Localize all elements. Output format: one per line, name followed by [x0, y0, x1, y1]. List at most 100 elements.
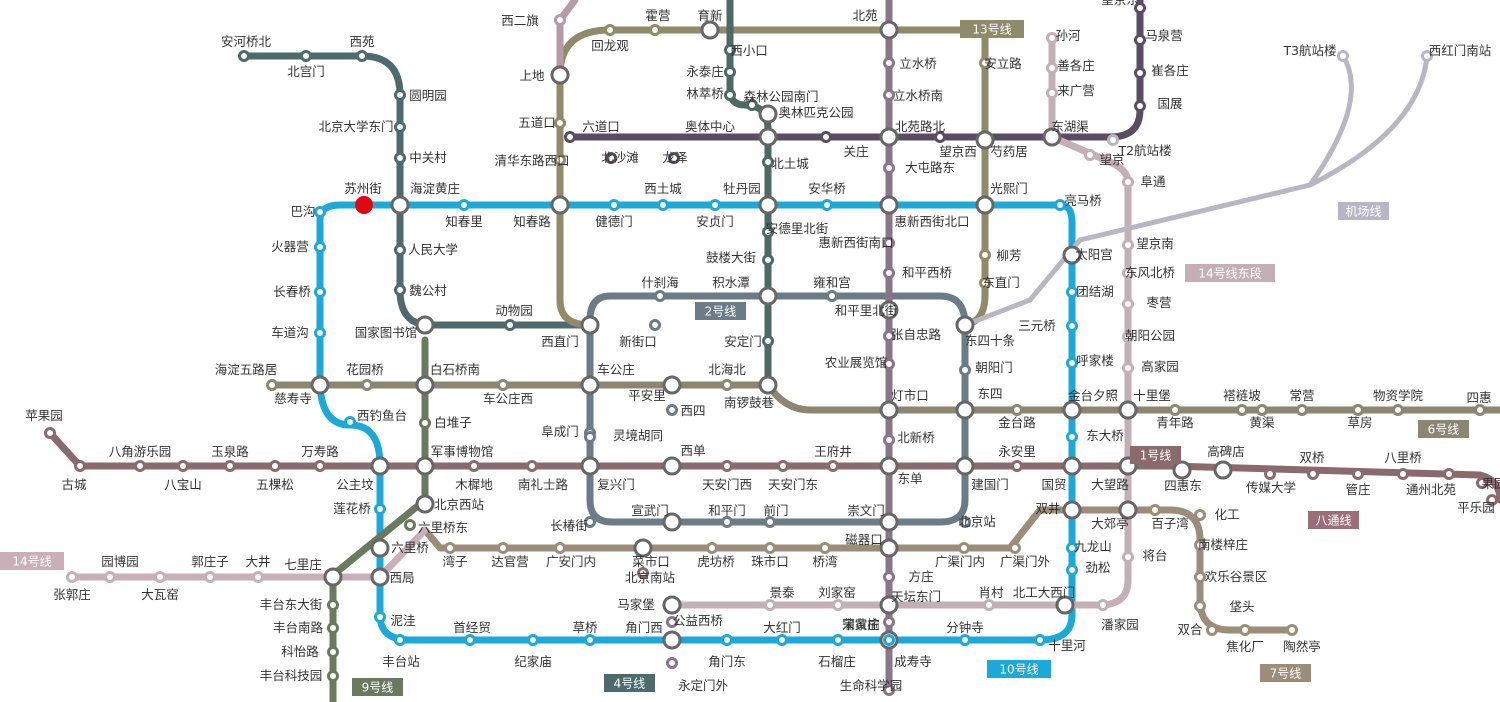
transfer-station-icon[interactable]	[390, 195, 410, 215]
station-marker[interactable]	[458, 199, 470, 211]
station-label[interactable]: 成寿寺	[894, 654, 932, 669]
station-label[interactable]: 八里桥	[1384, 450, 1422, 465]
station-label[interactable]: 宋家庄	[842, 617, 880, 632]
station-label[interactable]: 阜成门	[541, 424, 579, 439]
station-label[interactable]: 分钟寺	[946, 620, 984, 635]
station-marker[interactable]	[444, 542, 456, 554]
station-label[interactable]: 北海北	[708, 362, 746, 377]
transfer-station-icon[interactable]	[879, 400, 899, 420]
station-label[interactable]: 安德里北街	[766, 221, 829, 236]
station-label[interactable]: 苏州街	[344, 181, 382, 196]
station-marker[interactable]	[821, 199, 833, 211]
station-marker[interactable]	[666, 616, 678, 628]
line-badge[interactable]	[960, 20, 1024, 38]
station-label[interactable]: 高家园	[1141, 359, 1179, 374]
station-label[interactable]: 天安门西	[702, 477, 752, 492]
transfer-station-icon[interactable]	[879, 595, 899, 615]
station-marker[interactable]	[1122, 362, 1134, 374]
station-label[interactable]: 蒲黄榆	[842, 617, 880, 632]
station-label[interactable]: 四惠东	[1164, 478, 1202, 493]
station-marker[interactable]	[314, 206, 326, 218]
station-marker[interactable]	[721, 460, 733, 472]
line-badge[interactable]	[0, 552, 64, 570]
station-label[interactable]: 虎坊桥	[697, 554, 735, 569]
station-label[interactable]: 平乐园	[1457, 500, 1495, 515]
station-label[interactable]: 灵境胡同	[613, 428, 663, 443]
station-marker[interactable]	[666, 657, 678, 669]
station-marker[interactable]	[777, 460, 789, 472]
station-label[interactable]: 永泰庄	[686, 64, 724, 79]
station-marker[interactable]	[983, 599, 995, 611]
transfer-station-icon[interactable]	[580, 456, 600, 476]
station-label[interactable]: 东大桥	[1086, 428, 1124, 443]
transfer-station-icon[interactable]	[758, 195, 778, 215]
transfer-station-icon[interactable]	[758, 375, 778, 395]
station-label[interactable]: 亮马桥	[1064, 193, 1102, 208]
station-marker[interactable]	[238, 50, 250, 62]
transfer-station-icon[interactable]	[879, 195, 899, 215]
station-label[interactable]: 草房	[1347, 415, 1372, 430]
station-marker[interactable]	[1392, 404, 1404, 416]
station-marker[interactable]	[154, 571, 166, 583]
station-marker[interactable]	[1066, 564, 1078, 576]
station-marker[interactable]	[1122, 176, 1134, 188]
station-marker[interactable]	[1476, 477, 1488, 489]
transfer-station-icon[interactable]	[879, 20, 899, 40]
station-label[interactable]: 车道沟	[271, 325, 309, 340]
station-marker[interactable]	[1134, 67, 1146, 79]
station-label[interactable]: 泥洼	[390, 613, 415, 628]
station-label[interactable]: 广安门内	[546, 554, 596, 569]
station-label[interactable]: 立水桥	[899, 56, 937, 71]
station-label[interactable]: 望京南	[1136, 236, 1174, 251]
station-marker[interactable]	[666, 404, 678, 416]
station-marker[interactable]	[361, 379, 373, 391]
station-marker[interactable]	[1097, 599, 1109, 611]
station-label[interactable]: 公主坟	[336, 477, 374, 492]
station-label[interactable]: 前门	[763, 503, 788, 518]
station-marker[interactable]	[959, 364, 971, 376]
station-label[interactable]: 人民大学	[408, 242, 458, 257]
transfer-station-icon[interactable]	[955, 315, 975, 335]
station-marker[interactable]	[1066, 320, 1078, 332]
station-marker[interactable]	[314, 286, 326, 298]
station-label[interactable]: 建国门	[971, 477, 1009, 492]
station-marker[interactable]	[1011, 404, 1023, 416]
station-marker[interactable]	[1296, 404, 1308, 416]
station-marker[interactable]	[252, 571, 264, 583]
station-label[interactable]: 六里桥东	[418, 520, 468, 535]
station-label[interactable]: 复兴门	[597, 477, 635, 492]
station-label[interactable]: 南锣鼓巷	[724, 395, 775, 410]
station-label[interactable]: 来广营	[1057, 83, 1095, 98]
station-marker[interactable]	[394, 152, 406, 164]
station-label[interactable]: 龙泽	[662, 150, 687, 165]
transfer-station-icon[interactable]	[415, 494, 435, 514]
station-marker[interactable]	[224, 460, 236, 472]
station-label[interactable]: 孙河	[1055, 28, 1081, 43]
transfer-station-icon[interactable]	[975, 130, 995, 150]
station-label[interactable]: 西苑	[349, 34, 375, 49]
station-label[interactable]: 首经贸	[453, 620, 491, 635]
station-label[interactable]: 张郭庄	[53, 587, 91, 602]
station-label[interactable]: 肖村	[978, 585, 1004, 600]
station-marker[interactable]	[819, 542, 831, 554]
station-label[interactable]: 东风北桥	[1125, 265, 1176, 280]
station-marker[interactable]	[1084, 149, 1096, 161]
station-marker[interactable]	[883, 330, 895, 342]
line-badge-label[interactable]: 13号线	[972, 23, 1011, 37]
station-marker[interactable]	[394, 89, 406, 101]
station-label[interactable]: 通州北苑	[1406, 482, 1457, 497]
station-label[interactable]: 菜市口	[632, 554, 670, 569]
station-marker[interactable]	[883, 684, 895, 696]
station-marker[interactable]	[314, 327, 326, 339]
station-marker[interactable]	[1122, 298, 1134, 310]
station-marker[interactable]	[721, 516, 733, 528]
station-label[interactable]: 丰台东大街	[260, 597, 323, 612]
station-marker[interactable]	[668, 152, 680, 164]
station-marker[interactable]	[1066, 542, 1078, 554]
station-label[interactable]: 惠新西街北口	[894, 214, 969, 229]
station-label[interactable]: 传媒大学	[1246, 480, 1296, 495]
station-label[interactable]: 光熙门	[990, 181, 1028, 196]
station-marker[interactable]	[706, 542, 718, 554]
transfer-station-icon[interactable]	[370, 456, 390, 476]
station-label[interactable]: 八宝山	[164, 477, 202, 492]
